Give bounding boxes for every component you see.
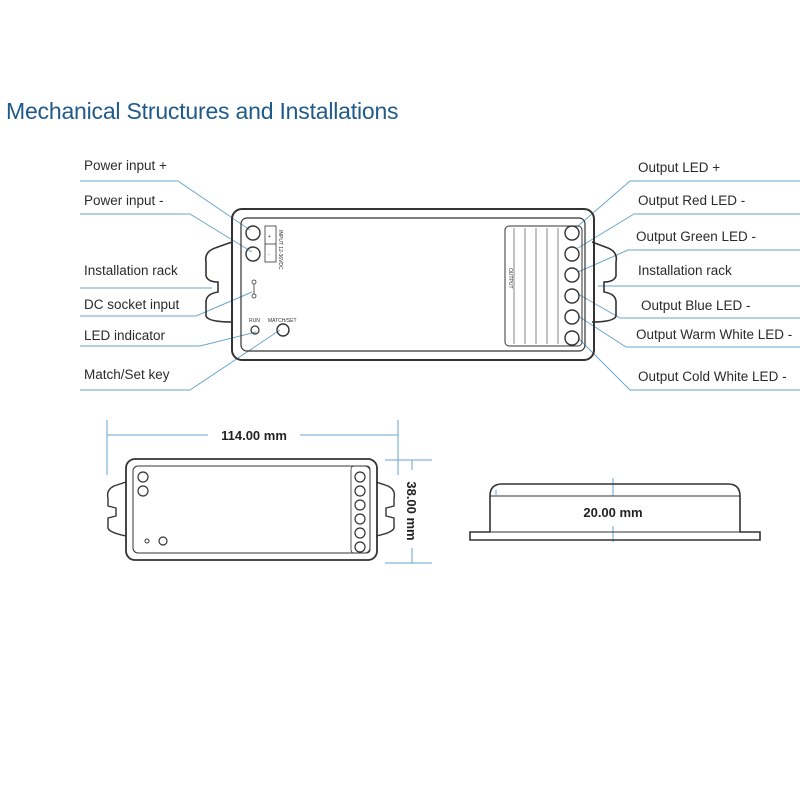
device-plus: + bbox=[268, 234, 271, 240]
dimension-length: 114.00 mm bbox=[221, 428, 287, 443]
label-installation-rack-left: Installation rack bbox=[84, 263, 178, 278]
dimension-height: 20.00 mm bbox=[583, 505, 642, 520]
label-power-input-minus: Power input - bbox=[84, 193, 164, 208]
label-dc-socket-input: DC socket input bbox=[84, 297, 180, 312]
label-output-led-plus: Output LED + bbox=[638, 160, 721, 175]
device-output-label: OUTPUT bbox=[507, 268, 513, 289]
device-input-label: INPUT 12-36VDC bbox=[277, 230, 283, 270]
page-title: Mechanical Structures and Installations bbox=[6, 98, 399, 124]
device-dimension-view bbox=[106, 420, 432, 564]
label-output-green-led: Output Green LED - bbox=[636, 229, 757, 244]
label-output-red-led: Output Red LED - bbox=[638, 193, 746, 208]
device-run-label: RUN bbox=[249, 318, 260, 324]
device-match-set-label: MATCH/SET bbox=[268, 318, 297, 324]
device-minus: - bbox=[268, 252, 270, 258]
device-side-view bbox=[469, 478, 761, 542]
label-match-set-key: Match/Set key bbox=[84, 367, 170, 382]
dimension-width: 38.00 mm bbox=[404, 481, 419, 540]
label-output-warm-white-led: Output Warm White LED - bbox=[636, 327, 793, 342]
callout-lines bbox=[80, 180, 800, 391]
device-top-view bbox=[204, 208, 618, 361]
label-power-input-plus: Power input + bbox=[84, 158, 167, 173]
label-installation-rack-right: Installation rack bbox=[638, 263, 732, 278]
label-output-cold-white-led: Output Cold White LED - bbox=[638, 369, 787, 384]
label-output-blue-led: Output Blue LED - bbox=[641, 298, 751, 313]
label-led-indicator: LED indicator bbox=[84, 328, 166, 343]
